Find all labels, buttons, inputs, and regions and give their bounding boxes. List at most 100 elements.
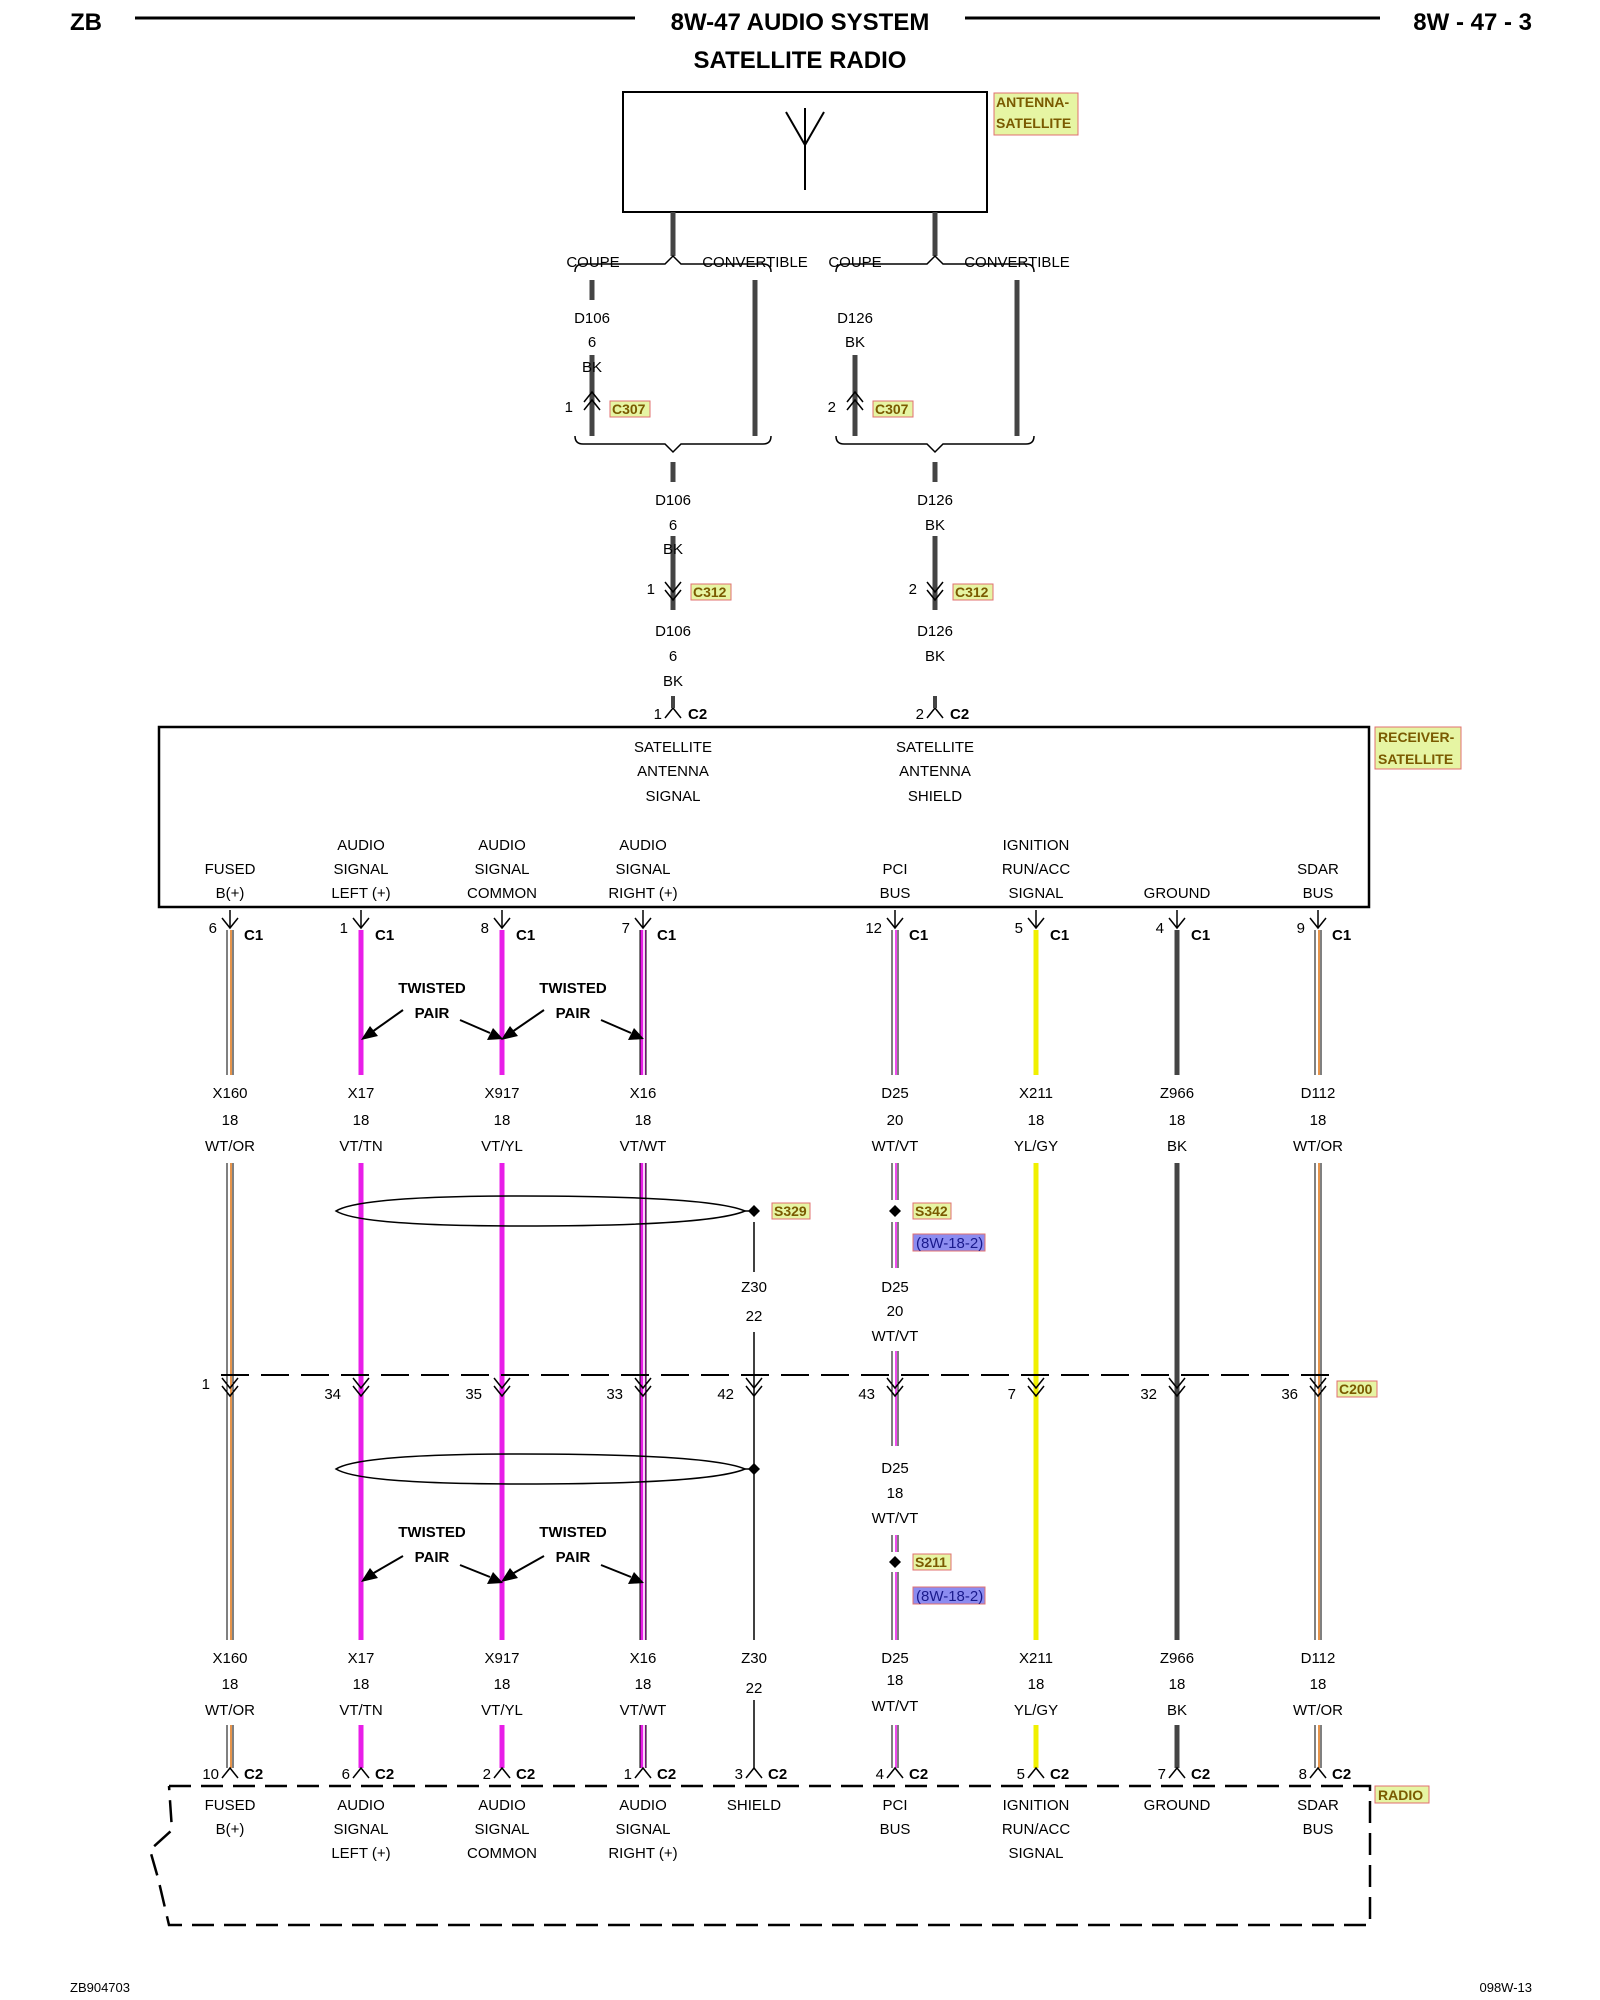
twisted-pair-upper-a-line2: PAIR [415, 1005, 450, 1022]
z30-mid-id: Z30 [741, 1279, 767, 1296]
radio-pin-4-label-line3: RIGHT (+) [608, 1845, 677, 1862]
upper-wire-x17-2-gauge: 18 [353, 1112, 370, 1129]
receiver-pin-3-label-line3: COMMON [467, 885, 537, 902]
radio-pin-4-label-line2: SIGNAL [615, 1821, 670, 1838]
twisted-pair-upper-b-line2: PAIR [556, 1005, 591, 1022]
radio-pin-7-label-line1: IGNITION [1003, 1797, 1070, 1814]
upper-wire-x917-3-gauge: 18 [494, 1112, 511, 1129]
radio-pin-3-label-line1: AUDIO [478, 1797, 526, 1814]
d106-lower-id: D106 [655, 623, 691, 640]
lower-wire-z966-8-color: BK [1167, 1702, 1187, 1719]
upper-wire-x16-4-gauge: 18 [635, 1112, 652, 1129]
d126-upper-id: D126 [837, 310, 873, 327]
upper-wire-d25-5-id: D25 [881, 1085, 909, 1102]
c312-right-label: C312 [955, 584, 989, 600]
radio-c2-pin-1-connector-icon [634, 1766, 652, 1779]
c312-right-tag [952, 583, 994, 601]
c1-pin-1-label: C1 [375, 927, 394, 944]
ref-8w-18-2-upper-tag[interactable] [912, 1233, 986, 1252]
option-brace-top-right [835, 254, 1035, 273]
option-brace-top-left [574, 254, 772, 273]
receiver-pin-6-label-line2: RUN/ACC [1002, 861, 1071, 878]
ref-8w-18-2-lower-link[interactable]: (8W-18-2) [916, 1588, 983, 1605]
lower-wire-x160-1-id: X160 [212, 1650, 247, 1667]
c200-pin-7-connector-icon [1027, 1377, 1045, 1398]
receiver-pin-3-label-line2: SIGNAL [474, 861, 529, 878]
c307-right-tag [872, 400, 914, 418]
page-title: 8W-47 AUDIO SYSTEM [671, 9, 930, 36]
upper-wire-d112-8-gauge: 18 [1310, 1112, 1327, 1129]
receiver-antenna-signal-line3: SIGNAL [645, 788, 700, 805]
c1-pin-12-number: 12 [865, 920, 882, 937]
radio-c2-pin-6-connector-icon [352, 1766, 370, 1779]
c200-pin-34-number: 34 [324, 1386, 341, 1403]
shield-ellipse-upper [334, 1195, 747, 1227]
radio-c2-pin-4-number: 4 [876, 1766, 884, 1783]
c200-pin-43-number: 43 [858, 1386, 875, 1403]
twisted-pair-lower-a-line2: PAIR [415, 1549, 450, 1566]
upper-wire-labels: X16018WT/ORX1718VT/TNX91718VT/YLX1618VT/… [205, 1085, 1343, 1155]
d106-mid-color: BK [663, 541, 683, 558]
ref-8w-18-2-lower-tag[interactable] [912, 1586, 986, 1605]
receiver-satellite-box[interactable] [157, 725, 1371, 909]
radio-c2-pin-3-connector-icon [745, 1766, 763, 1779]
c2-antenna-right-connector-icon [926, 706, 944, 719]
radio-c2-pin-1-label: C2 [657, 1766, 676, 1783]
c1-pin-4-number: 4 [1156, 920, 1164, 937]
c200-pin-33-connector-icon [634, 1377, 652, 1398]
upper-wire-x160-1-color: WT/OR [205, 1138, 255, 1155]
radio-pin-6-label-line1: PCI [882, 1797, 907, 1814]
radio-c2-pin-4-connector-icon [886, 1766, 904, 1779]
c1-pin-5-label: C1 [1050, 927, 1069, 944]
receiver-pin-8-label-line3: BUS [1303, 885, 1334, 902]
radio-pin-8-label-line1: GROUND [1144, 1797, 1211, 1814]
lower-wire-x211-7-gauge: 18 [1028, 1676, 1045, 1693]
radio-c2-pin-7-number: 7 [1158, 1766, 1166, 1783]
radio-c2-pin-6-label: C2 [375, 1766, 394, 1783]
s342-splice-icon [889, 1205, 901, 1217]
radio-c2-pin-10-label: C2 [244, 1766, 263, 1783]
radio-pin-3-label-line3: COMMON [467, 1845, 537, 1862]
lower-wire-x917-3-id: X917 [484, 1650, 519, 1667]
d25-mid-id: D25 [881, 1279, 909, 1296]
footer-right: 098W-13 [1479, 1980, 1532, 1995]
radio-c2-pin-8-label: C2 [1332, 1766, 1351, 1783]
ref-8w-18-2-upper-link[interactable]: (8W-18-2) [916, 1235, 983, 1252]
c200-pin-1-number: 1 [202, 1376, 210, 1393]
lower-wire-d25-6-color: WT/VT [872, 1698, 919, 1715]
receiver-satellite-tag [1374, 726, 1462, 770]
c1-pin-9-number: 9 [1297, 920, 1305, 937]
option-coupe-right: COUPE [828, 254, 881, 271]
radio-tag [1374, 1785, 1430, 1804]
d126-upper-color: BK [845, 334, 865, 351]
lower-wire-x16-4-id: X16 [630, 1650, 657, 1667]
footer-left: ZB904703 [70, 1980, 130, 1995]
d106-mid-id: D106 [655, 492, 691, 509]
s342-label: S342 [915, 1203, 948, 1219]
twisted-pair-upper: TWISTED PAIR TWISTED PAIR [361, 980, 644, 1040]
lower-wire-x917-3-gauge: 18 [494, 1676, 511, 1693]
antenna-label-line1: ANTENNA- [996, 94, 1069, 110]
radio-c2-pin-2-number: 2 [483, 1766, 491, 1783]
twisted-pair-upper-a-line1: TWISTED [398, 980, 466, 997]
radio-c2-pin-2-label: C2 [516, 1766, 535, 1783]
upper-wire-x917-3-color: VT/YL [481, 1138, 523, 1155]
upper-wire-x160-1-id: X160 [212, 1085, 247, 1102]
d126-mid-id: D126 [917, 492, 953, 509]
twisted-pair-lower-a-line1: TWISTED [398, 1524, 466, 1541]
twisted-pair-lower: TWISTED PAIR TWISTED PAIR [361, 1524, 644, 1584]
c312-left-tag [690, 583, 732, 601]
header-right: 8W - 47 - 3 [1413, 9, 1532, 36]
lower-wire-d112-9-id: D112 [1301, 1650, 1336, 1667]
radio-label: RADIO [1378, 1787, 1423, 1803]
s329-splice-icon [748, 1205, 760, 1217]
radio-pin-1-label-line2: B(+) [216, 1821, 245, 1838]
c1-pin-7-label: C1 [657, 927, 676, 944]
radio-c2-pin-10-connector-icon [221, 1766, 239, 1779]
s329-tag [771, 1202, 811, 1220]
c200-pin-35-connector-icon [493, 1377, 511, 1398]
receiver-pin-2-label-line2: SIGNAL [333, 861, 388, 878]
lower-wire-z30-5-gauge: 22 [746, 1680, 763, 1697]
radio-box[interactable] [148, 1784, 1372, 1927]
